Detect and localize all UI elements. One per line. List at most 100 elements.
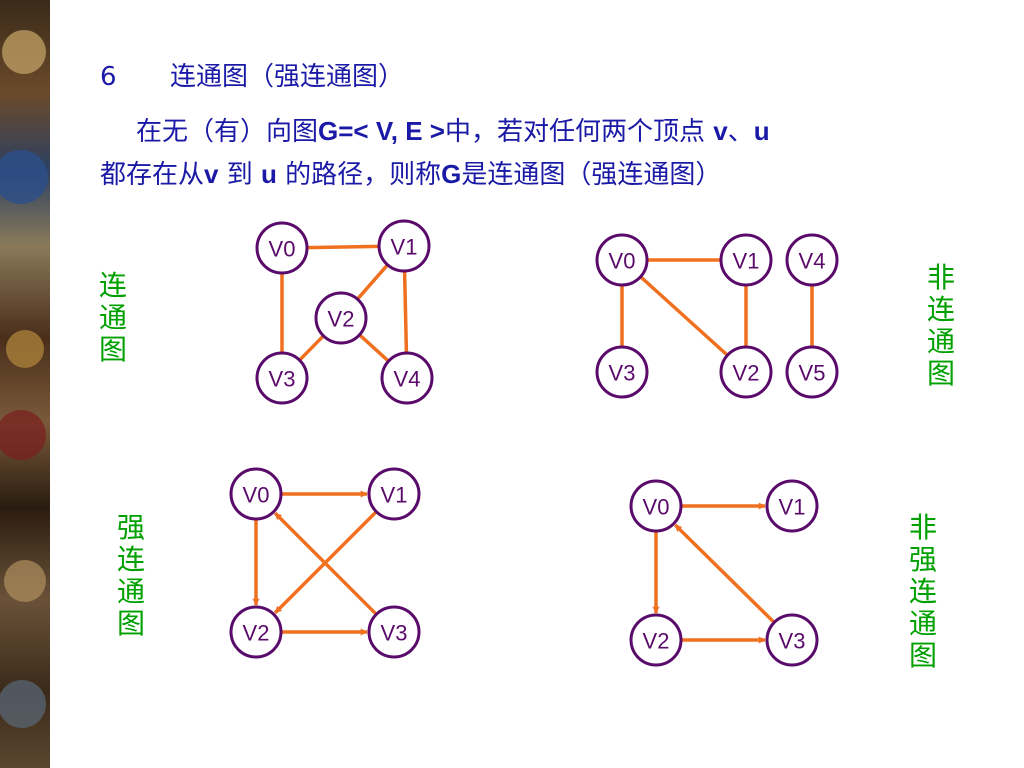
- edge-v3-v0: [273, 511, 378, 616]
- node-v0: V0: [229, 467, 283, 521]
- label-strongly-connected: 强 连 通 图: [114, 512, 148, 640]
- edge-v1-v4: [402, 270, 409, 354]
- section-number: 6: [100, 62, 117, 92]
- node-label: V1: [733, 249, 760, 274]
- label-not-connected: 非 连 通 图: [924, 262, 958, 390]
- node-label: V3: [779, 629, 806, 654]
- node-circle: [629, 613, 683, 667]
- label-char: 图: [926, 357, 955, 390]
- section-heading: 6 连通图（强连通图）: [100, 56, 404, 93]
- node-circle: [229, 605, 283, 659]
- edge-v0-v1: [306, 244, 380, 250]
- node-v2: V2: [719, 345, 773, 399]
- node-label: V2: [643, 629, 670, 654]
- node-v3: V3: [367, 605, 421, 659]
- node-label: V2: [733, 361, 760, 386]
- node-v1: V1: [377, 219, 431, 273]
- text-segment: 中，若对任何两个顶点: [444, 117, 714, 147]
- vertex-v: v: [713, 116, 728, 146]
- node-circle: [595, 345, 649, 399]
- node-label: V0: [269, 237, 296, 262]
- node-circle: [377, 219, 431, 273]
- node-circle: [595, 233, 649, 287]
- node-circle: [367, 605, 421, 659]
- text-segment: 的路径，则称: [276, 160, 442, 190]
- node-label: V1: [391, 235, 418, 260]
- edge-v3-v0: [674, 523, 776, 624]
- node-v5: V5: [785, 345, 839, 399]
- node-label: V3: [269, 367, 296, 392]
- label-char: 通: [908, 607, 937, 640]
- node-circle: [367, 467, 421, 521]
- node-label: V0: [609, 249, 636, 274]
- edge-v1-v2: [356, 263, 389, 301]
- node-label: V2: [243, 621, 270, 646]
- node-label: V1: [779, 495, 806, 520]
- node-label: V4: [394, 367, 421, 392]
- node-v0: V0: [595, 233, 649, 287]
- node-circle: [629, 479, 683, 533]
- text-segment: 在无（有）向图: [136, 117, 319, 147]
- edge-v2-v3: [298, 334, 325, 362]
- node-circle: [785, 233, 839, 287]
- node-v4: V4: [380, 351, 434, 405]
- text-segment: 、: [727, 117, 754, 147]
- node-v4: V4: [785, 233, 839, 287]
- label-char: 图: [116, 607, 145, 640]
- node-label: V0: [243, 483, 270, 508]
- definition-line-1: 在无（有）向图G=< V, E >中，若对任何两个顶点 v、u: [100, 110, 1000, 153]
- definition-line-2: 都存在从v 到 u 的路径，则称G是连通图（强连通图）: [100, 153, 1000, 196]
- label-char: 非: [908, 511, 937, 544]
- label-char: 连: [116, 543, 145, 576]
- label-char: 图: [908, 639, 937, 672]
- node-circle: [255, 351, 309, 405]
- label-char: 图: [98, 333, 127, 366]
- label-not-strongly-connected: 非 强 连 通 图: [906, 512, 940, 672]
- node-circle: [719, 233, 773, 287]
- text-segment: 都存在从: [100, 160, 205, 190]
- definition-paragraph: 在无（有）向图G=< V, E >中，若对任何两个顶点 v、u 都存在从v 到 …: [100, 110, 1000, 196]
- node-circle: [229, 467, 283, 521]
- edge-v2-v4: [358, 333, 390, 363]
- node-circle: [314, 291, 368, 345]
- label-connected: 连 通 图: [96, 270, 130, 366]
- label-char: 通: [116, 575, 145, 608]
- node-label: V1: [381, 483, 408, 508]
- graph-notation: G=< V, E >: [318, 116, 445, 146]
- section-title: 连通图（强连通图）: [170, 62, 405, 92]
- node-v1: V1: [719, 233, 773, 287]
- vertex-u: u: [261, 159, 277, 189]
- vertex-u: u: [753, 116, 770, 146]
- node-v1: V1: [765, 479, 819, 533]
- node-circle: [785, 345, 839, 399]
- node-circle: [765, 613, 819, 667]
- node-v3: V3: [255, 351, 309, 405]
- decorative-side-strip: [0, 0, 50, 768]
- label-char: 连: [926, 293, 955, 326]
- node-v2: V2: [314, 291, 368, 345]
- node-v2: V2: [229, 605, 283, 659]
- node-circle: [765, 479, 819, 533]
- node-label: V3: [381, 621, 408, 646]
- node-circle: [719, 345, 773, 399]
- label-char: 通: [926, 325, 955, 358]
- label-char: 通: [98, 301, 127, 334]
- vertex-v: v: [204, 159, 219, 189]
- node-label: V4: [799, 249, 826, 274]
- label-char: 连: [98, 269, 127, 302]
- node-label: V0: [643, 495, 670, 520]
- node-label: V2: [328, 307, 355, 332]
- text-segment: 是连通图（强连通图）: [461, 160, 722, 190]
- edge-v0-v2: [639, 275, 729, 357]
- node-v3: V3: [765, 613, 819, 667]
- node-label: V3: [609, 361, 636, 386]
- node-v3: V3: [595, 345, 649, 399]
- label-char: 强: [908, 543, 937, 576]
- node-v0: V0: [629, 479, 683, 533]
- node-v0: V0: [255, 221, 309, 275]
- node-v1: V1: [367, 467, 421, 521]
